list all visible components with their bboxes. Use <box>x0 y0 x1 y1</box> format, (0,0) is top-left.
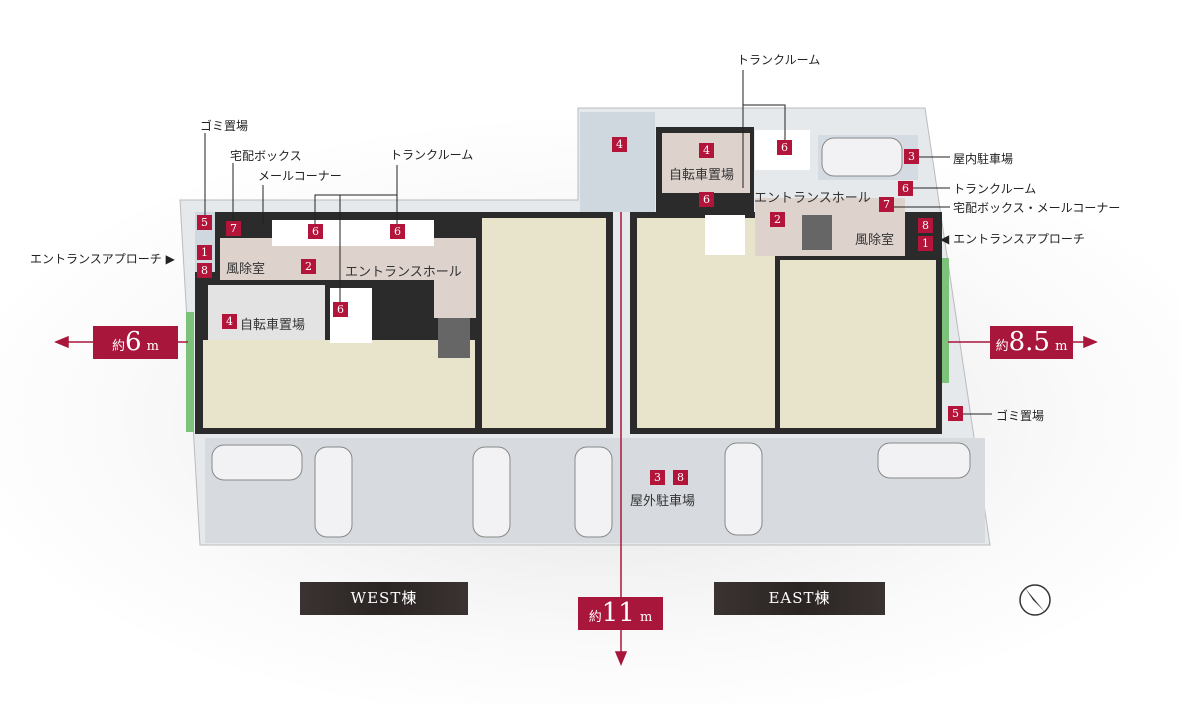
badge-approach: 1 <box>197 245 212 260</box>
room-hall-west: エントランスホール <box>345 265 462 280</box>
dimension-east: 約8.5 m <box>990 326 1073 359</box>
compass-icon <box>1019 584 1051 616</box>
badge-trunk: 6 <box>898 181 913 196</box>
planting <box>940 258 949 383</box>
approach-label: エントランスアプローチ <box>953 232 1085 246</box>
callout-trunk-room-east-top: トランクルーム <box>737 53 821 67</box>
room-windbreak-east: 風除室 <box>855 233 895 248</box>
badge-delivery: 7 <box>226 221 241 236</box>
approach-label: エントランスアプローチ <box>30 252 162 266</box>
callout-garbage-east: ゴミ置場 <box>996 409 1045 423</box>
leader-lines <box>204 70 992 415</box>
dim-unit: m <box>146 339 159 354</box>
badge-parking: 3 <box>904 149 919 164</box>
badge-trunk: 6 <box>333 302 348 317</box>
east-building-label: EAST棟 <box>714 582 885 615</box>
badge-trunk: 6 <box>777 140 792 155</box>
dim-value: 6 <box>125 327 142 357</box>
callout-delivery-mail-east: 宅配ボックス・メールコーナー <box>953 201 1121 215</box>
dimension-west: 約6 m <box>93 326 178 359</box>
callout-trunk-room-east: トランクルーム <box>953 182 1037 196</box>
badge-approach: 1 <box>918 236 933 251</box>
dim-prefix: 約 <box>112 339 126 354</box>
dim-unit: m <box>1055 339 1068 354</box>
badge-hall: 2 <box>770 212 785 227</box>
room-bicycle-east: 自転車置場 <box>669 168 735 183</box>
badge-outdoor: 8 <box>673 470 688 485</box>
parked-cars <box>211 137 971 538</box>
badge-delivery: 7 <box>879 197 894 212</box>
callout-indoor-parking: 屋内駐車場 <box>953 152 1014 166</box>
dim-value: 11 <box>601 598 635 628</box>
badge-bicycle: 4 <box>612 137 627 152</box>
room-hall-east: エントランスホール <box>754 191 871 206</box>
callout-trunk-room-west: トランクルーム <box>390 148 474 162</box>
room-bicycle-west: 自転車置場 <box>240 318 306 333</box>
dim-prefix: 約 <box>995 339 1009 354</box>
badge-trunk: 6 <box>390 224 405 239</box>
callout-garbage-west: ゴミ置場 <box>200 119 249 133</box>
badge-bicycle: 4 <box>222 314 237 329</box>
badge-outdoor: 8 <box>197 263 212 278</box>
badge-garbage: 5 <box>197 215 212 230</box>
arrow-right-icon: ▶ <box>165 252 175 266</box>
badge-hall: 2 <box>301 259 316 274</box>
planting <box>186 312 194 432</box>
dim-unit: m <box>639 610 653 625</box>
west-building <box>195 212 613 434</box>
badge-parking: 3 <box>650 470 665 485</box>
badge-bicycle: 4 <box>699 143 714 158</box>
callout-approach-west: エントランスアプローチ ▶ <box>30 250 175 267</box>
dimension-front: 約11 m <box>578 597 663 630</box>
callout-delivery-box-west: 宅配ボックス <box>230 149 302 163</box>
dim-value: 8.5 <box>1008 327 1050 357</box>
room-outdoor-parking: 屋外駐車場 <box>630 494 696 509</box>
badge-garbage: 5 <box>948 406 963 421</box>
dim-prefix: 約 <box>588 610 602 625</box>
arrow-left-icon: ◀ <box>940 232 950 246</box>
west-building-label: WEST棟 <box>300 582 468 615</box>
callout-mail-corner-west: メールコーナー <box>258 169 342 183</box>
badge-trunk: 6 <box>308 224 323 239</box>
room-windbreak-west: 風除室 <box>226 262 266 277</box>
badge-outdoor: 8 <box>918 218 933 233</box>
callout-approach-east: ◀ エントランスアプローチ <box>940 230 1085 247</box>
badge-trunk: 6 <box>699 192 714 207</box>
